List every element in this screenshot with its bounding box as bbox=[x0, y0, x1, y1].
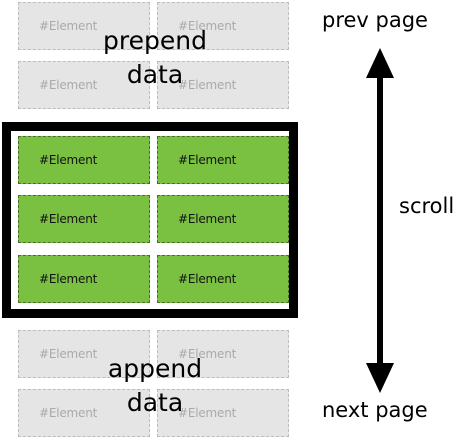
next-page-label: next page bbox=[322, 398, 428, 422]
prepend-element: #Element bbox=[157, 61, 289, 109]
prepend-element: #Element bbox=[18, 2, 150, 50]
prev-page-label: prev page bbox=[322, 8, 428, 32]
scroll-label: scroll bbox=[399, 194, 455, 218]
visible-element: #Element bbox=[18, 195, 150, 243]
prepend-element: #Element bbox=[18, 61, 150, 109]
visible-element: #Element bbox=[157, 255, 289, 303]
append-element: #Element bbox=[157, 389, 289, 437]
append-data-label: append data bbox=[107, 354, 203, 417]
prepend-element: #Element bbox=[157, 2, 289, 50]
visible-element: #Element bbox=[18, 255, 150, 303]
scroll-arrow-icon bbox=[366, 48, 394, 393]
visible-element: #Element bbox=[18, 136, 150, 184]
visible-element: #Element bbox=[157, 195, 289, 243]
prepend-data-label: prepend data bbox=[103, 26, 207, 89]
viewport-frame bbox=[2, 122, 298, 318]
append-element: #Element bbox=[18, 389, 150, 437]
append-element: #Element bbox=[18, 330, 150, 378]
append-element: #Element bbox=[157, 330, 289, 378]
visible-element: #Element bbox=[157, 136, 289, 184]
